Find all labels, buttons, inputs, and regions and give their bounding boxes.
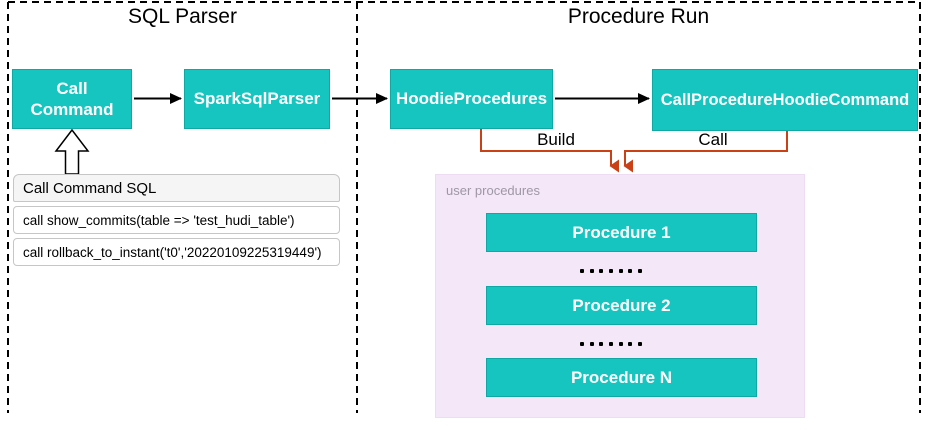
node-call-procedure-hoodie-command: CallProcedureHoodieCommand: [652, 69, 918, 131]
ellipsis-dots: [580, 341, 642, 346]
dot: [618, 341, 623, 346]
user-procedures-panel: user procedures Procedure 1 Procedure 2 …: [435, 174, 805, 418]
dot: [608, 268, 613, 273]
dot: [580, 268, 584, 273]
node-procedure-2: Procedure 2: [486, 286, 757, 325]
dot: [580, 341, 584, 346]
hollow-up-arrow: [54, 128, 90, 175]
sql-card-row: call show_commits(table => 'test_hudi_ta…: [13, 206, 340, 234]
dot: [608, 341, 613, 346]
dot: [628, 268, 633, 273]
call-edge-label: Call: [698, 130, 728, 149]
dot: [599, 341, 604, 346]
sql-card-row: call rollback_to_instant('t0','202201092…: [13, 238, 340, 266]
dot: [637, 341, 642, 346]
dot: [618, 268, 623, 273]
node-spark-sql-parser: SparkSqlParser: [184, 69, 330, 129]
node-procedure-n: Procedure N: [486, 358, 757, 397]
user-procedures-label: user procedures: [446, 183, 540, 198]
node-hoodie-procedures: HoodieProcedures: [390, 69, 553, 129]
sql-card-header: Call Command SQL: [13, 174, 340, 202]
build-edge-label: Build: [537, 130, 575, 149]
ellipsis-dots: [580, 268, 642, 273]
dot: [637, 268, 642, 273]
section-title-sql-parser: SQL Parser: [128, 5, 237, 28]
section-title-procedure-run: Procedure Run: [567, 5, 710, 28]
node-procedure-1: Procedure 1: [486, 213, 757, 252]
node-call-command: Call Command: [12, 69, 132, 129]
dot: [628, 341, 633, 346]
dot: [589, 268, 594, 273]
dot: [589, 341, 594, 346]
dot: [599, 268, 604, 273]
